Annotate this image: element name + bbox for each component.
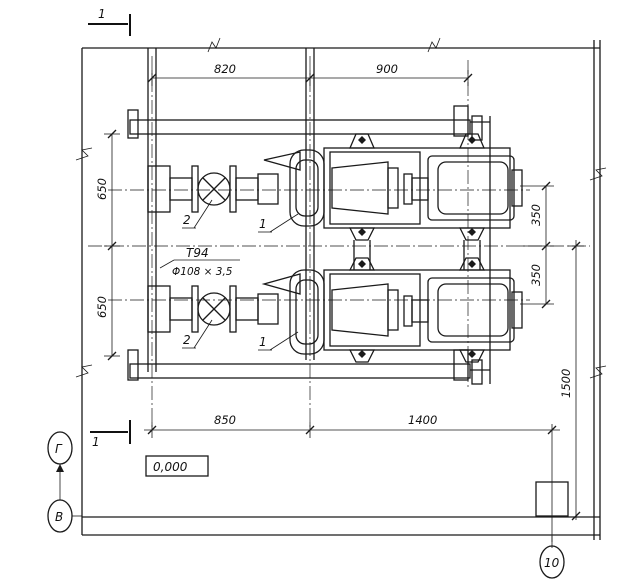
- callout-pump-upper: 1: [258, 213, 299, 233]
- callout-pump-lower: 1: [258, 331, 299, 351]
- grid-axis-g: Г: [47, 431, 73, 500]
- callout-valve-lower-label: 2: [183, 333, 191, 347]
- grid-axis-v: В: [47, 499, 82, 533]
- grid-axis-10: 10: [539, 536, 565, 579]
- dimension-left: 650 650: [95, 129, 120, 361]
- dimension-left-lower-text: 650: [95, 296, 109, 318]
- dimension-right-upper-text: 350: [529, 204, 543, 226]
- gate-valve-upper: [191, 165, 237, 213]
- grid-axis-v-label: В: [55, 510, 63, 524]
- dimension-top-right-text: 900: [376, 62, 398, 76]
- callout-pipe-spec: Т94 Φ108 × 3,5: [159, 246, 240, 278]
- motor-upper: [427, 155, 523, 221]
- dimension-bottom: 850 1400: [144, 413, 560, 542]
- building-outline: [75, 37, 607, 540]
- dimension-right-lower-text: 350: [529, 264, 543, 286]
- dimension-far-right-text: 1500: [559, 369, 573, 398]
- pump-unit-upper: [147, 133, 523, 241]
- section-mark-bottom-label: 1: [92, 435, 100, 449]
- grid-axis-10-label: 10: [544, 556, 560, 570]
- cross-beams: [353, 240, 481, 270]
- section-mark-bottom: 1: [90, 420, 131, 449]
- callout-pipe-mark: Т94: [186, 246, 209, 260]
- callout-pipe-size: Φ108 × 3,5: [172, 266, 233, 278]
- gate-valve-lower: [191, 285, 237, 333]
- center-lines: [88, 56, 590, 430]
- pump-casing-upper: [289, 149, 325, 227]
- section-mark-top-label: 1: [98, 7, 106, 21]
- level-mark: 0,000: [145, 455, 209, 477]
- pump-casing-lower: [289, 269, 325, 355]
- dimension-far-right: 1500: [559, 240, 584, 521]
- level-mark-text: 0,000: [153, 460, 188, 474]
- dimension-left-upper-text: 650: [95, 178, 109, 200]
- foundation-frame: [127, 105, 491, 385]
- callout-valve-upper-label: 2: [183, 213, 191, 227]
- callout-pump-lower-label: 1: [259, 335, 267, 349]
- pump-unit-lower: [147, 257, 523, 363]
- vertical-pipes: [147, 48, 315, 372]
- grid-axis-g-label: Г: [55, 442, 63, 456]
- dimension-top-left-text: 820: [214, 62, 236, 76]
- motor-lower: [427, 277, 523, 343]
- callout-valve-upper: 2: [182, 199, 213, 229]
- dimension-bottom-left-text: 850: [214, 413, 236, 427]
- callout-valve-lower: 2: [182, 319, 213, 349]
- dimension-bottom-right-text: 1400: [408, 413, 437, 427]
- section-mark-top: 1: [88, 7, 131, 36]
- dimension-top: 820 900: [147, 62, 473, 86]
- equipment-block: [535, 481, 569, 517]
- callout-pump-upper-label: 1: [259, 217, 267, 231]
- dimension-right: 350 350: [520, 181, 554, 309]
